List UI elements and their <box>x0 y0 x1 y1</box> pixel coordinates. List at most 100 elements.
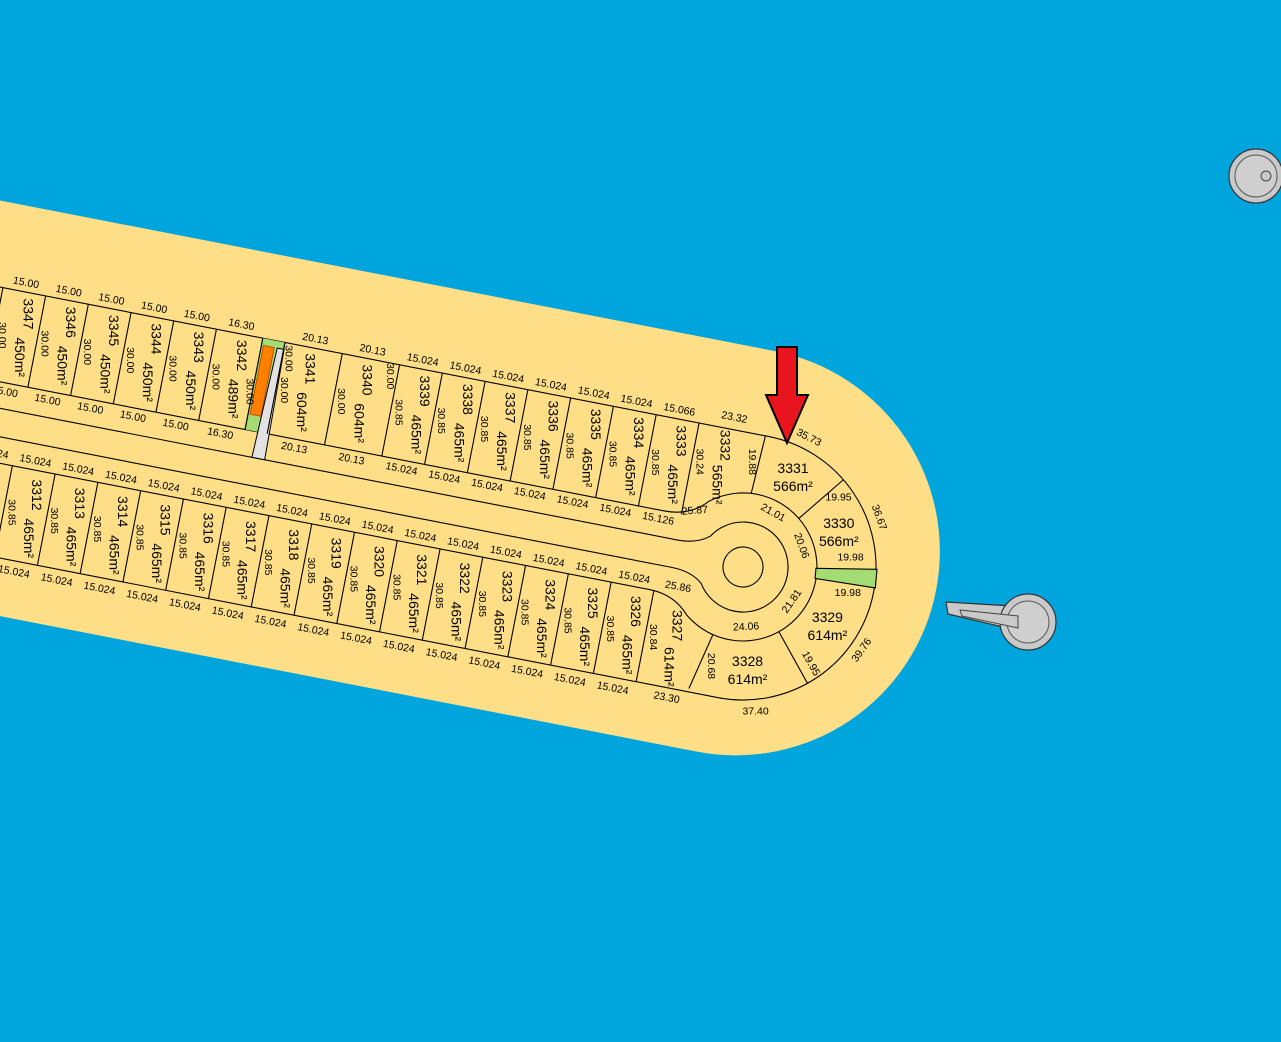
lot-depth-label: 30.85 <box>348 566 360 592</box>
lot-number: 3336 <box>545 400 561 431</box>
lot-boundary <box>552 397 572 490</box>
lot-number: 3340 <box>360 364 376 395</box>
lot-area: 566m² <box>773 478 813 494</box>
road <box>0 304 789 613</box>
lot-number: 3323 <box>500 571 516 602</box>
street-frontage-label: 15.00 <box>76 400 104 417</box>
lot-boundary <box>198 329 217 421</box>
lot-boundary <box>36 473 56 566</box>
lot-area: 465m² <box>580 448 596 488</box>
access-path <box>251 347 285 461</box>
rear-frontage-label: 15.00 <box>12 275 40 292</box>
lot-area: 465m² <box>534 618 550 658</box>
lot-number: 3330 <box>823 515 854 531</box>
street-frontage-label: 20.13 <box>337 451 365 468</box>
lot-boundary <box>266 342 286 434</box>
lot-number: 3312 <box>29 479 45 510</box>
lot-area: 450m² <box>97 354 113 394</box>
lot-area: 465m² <box>449 601 465 641</box>
lot-boundary <box>381 364 401 457</box>
lot-side-label: 19.95 <box>825 492 851 504</box>
lot-boundary <box>509 389 529 482</box>
rear-frontage-label: 15.024 <box>0 563 31 581</box>
lot-area: 465m² <box>491 610 507 650</box>
lot-boundary <box>798 479 844 519</box>
lot-boundary <box>70 304 89 396</box>
lot-depth-label: 30.85 <box>433 582 445 608</box>
lot-area: 465m² <box>21 518 37 558</box>
lot-depth-label: 30.85 <box>435 408 447 434</box>
rear-frontage-label: 20.13 <box>359 342 387 359</box>
lot-depth-label: 30.85 <box>5 499 17 525</box>
street-frontage-label: 20.13 <box>280 440 308 457</box>
lot-boundary <box>165 498 184 591</box>
lot-boundary <box>424 372 443 465</box>
lot-labels: 15.0015.003347450m²30.0015.0015.00334645… <box>0 275 758 707</box>
lot-number: 3327 <box>670 610 686 641</box>
lot-area: 465m² <box>620 635 636 675</box>
subdivision-plan: 15.0015.003347450m²30.0015.0015.00334645… <box>0 104 940 756</box>
lot-depth-label: 30.84 <box>647 624 659 650</box>
tree-symbol-right <box>945 593 1057 651</box>
lot-depth-label: 30.00 <box>209 364 221 390</box>
lot-boundary <box>595 406 614 498</box>
lot-number: 3320 <box>371 546 387 577</box>
lot-number: 3329 <box>812 609 843 625</box>
lot-boundary <box>750 435 766 494</box>
lot-boundary <box>680 422 700 515</box>
pedestrian-path <box>814 567 878 589</box>
nature-strip <box>0 279 818 642</box>
street-frontage-label: 15.00 <box>119 408 147 425</box>
lot-depth-label: 30.85 <box>519 599 531 625</box>
lot-depth-label: 30.85 <box>564 433 576 459</box>
lot-area: 450m² <box>183 371 199 411</box>
street-frontage-label: 25.87 <box>681 504 708 518</box>
lot-area: 465m² <box>409 414 425 454</box>
lot-boundary <box>778 631 808 684</box>
lot-depth-label: 30.00 <box>124 347 136 373</box>
lot-boundary <box>507 565 527 657</box>
lot-boundary <box>421 548 441 641</box>
lot-number: 3317 <box>243 521 259 552</box>
lot-number: 3344 <box>148 323 164 354</box>
lot-number: 3334 <box>631 417 647 448</box>
rear-frontage-label: 15.00 <box>140 299 168 316</box>
lot-number: 3341 <box>302 353 318 384</box>
lot-depth-label: 30.00 <box>39 330 51 356</box>
lot-depth-label: 30.00 <box>0 322 8 348</box>
street-frontage-label: 15.024 <box>0 444 10 462</box>
lot-number: 3328 <box>732 653 763 669</box>
lot-boundary <box>112 312 132 404</box>
rear-frontage-label: 20.13 <box>301 331 329 348</box>
lot-boundary <box>336 532 356 624</box>
lot-boundary <box>688 634 714 689</box>
lot-depth-label: 30.85 <box>649 449 661 475</box>
lot-boundary <box>550 573 569 666</box>
lot-boundaries <box>0 287 878 689</box>
lot-number: 3314 <box>115 496 131 527</box>
lot-boundary <box>250 515 270 608</box>
lot-depth-label: 30.85 <box>606 441 618 467</box>
lot-area: 465m² <box>665 464 681 504</box>
lot-depth-label: 30.85 <box>305 557 317 583</box>
lot-area: 465m² <box>277 568 293 608</box>
lot-depth-label: 30.85 <box>219 541 231 567</box>
lot-number: 3337 <box>503 392 519 423</box>
lot-area: 450m² <box>140 362 156 402</box>
lot-side-label: 19.98 <box>837 552 863 564</box>
lot-depth-label: 30.24 <box>693 449 705 475</box>
lot-area: 465m² <box>363 585 379 625</box>
lot-boundary <box>323 353 343 446</box>
lot-depth-label: 30.85 <box>262 549 274 575</box>
lot-number: 3332 <box>717 430 733 461</box>
lot-area <box>0 187 877 701</box>
reserve-depth-label: 30.00 <box>243 378 255 404</box>
lot-number: 3339 <box>417 376 433 407</box>
lot-area: 465m² <box>494 431 510 471</box>
lot-number: 3333 <box>674 425 690 456</box>
lot-boundary <box>378 540 398 632</box>
lot-depth-label: 19.88 <box>746 449 758 475</box>
lot-depth-label: 30.00 <box>278 377 290 403</box>
lot-depth-label: 30.85 <box>390 574 402 600</box>
